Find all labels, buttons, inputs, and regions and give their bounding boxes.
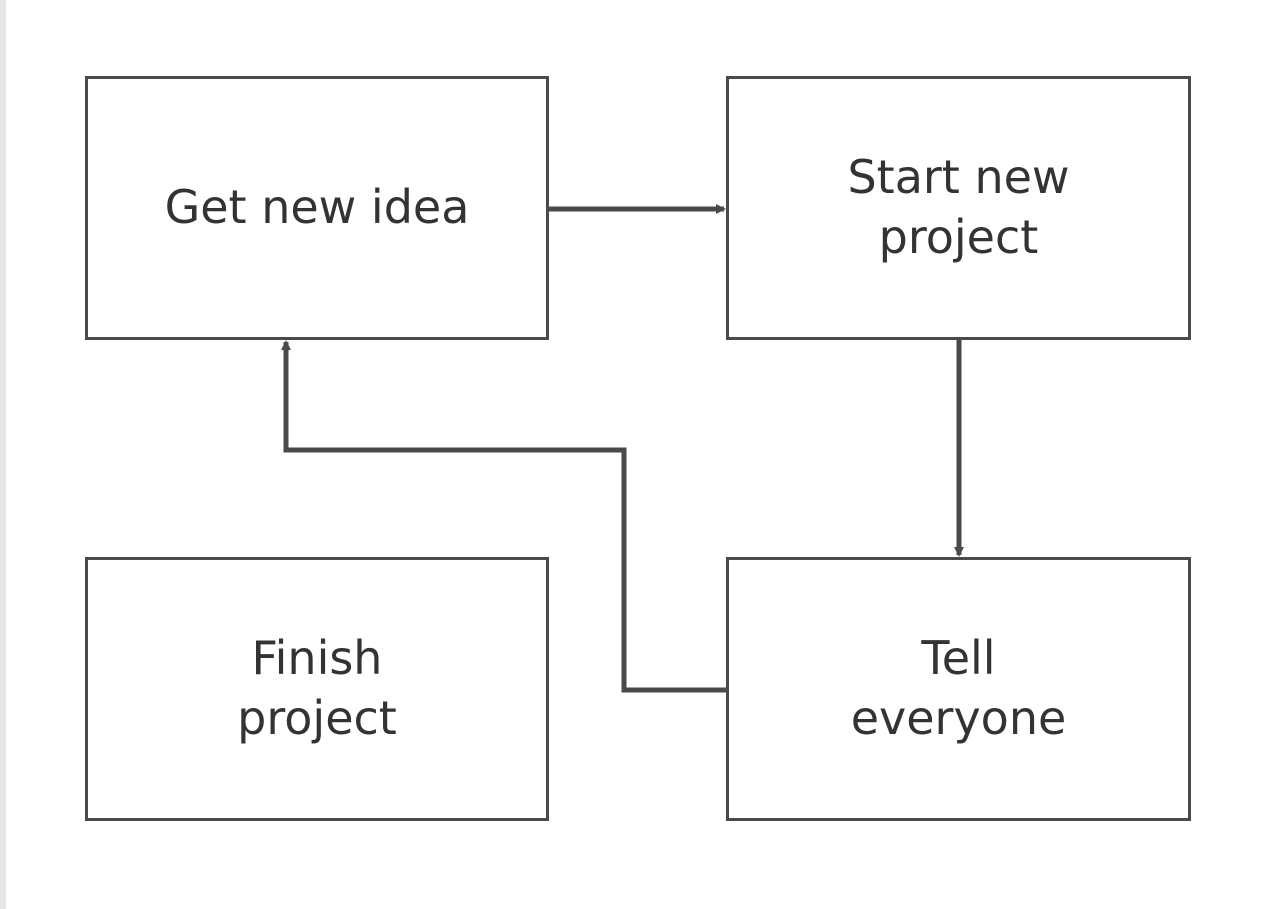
node-tell-everyone: Tell everyone [726,557,1191,821]
left-edge-border [0,0,6,909]
node-label-start-new-project: Start new project [847,150,1070,264]
node-get-new-idea: Get new idea [85,76,549,340]
arrow-tell-to-idea [281,340,726,693]
node-start-new-project: Start new project [726,76,1191,340]
node-finish-project: Finish project [85,557,549,821]
node-label-finish-project: Finish project [237,631,397,745]
node-label-get-new-idea: Get new idea [164,180,470,235]
node-label-tell-everyone: Tell everyone [850,631,1067,745]
